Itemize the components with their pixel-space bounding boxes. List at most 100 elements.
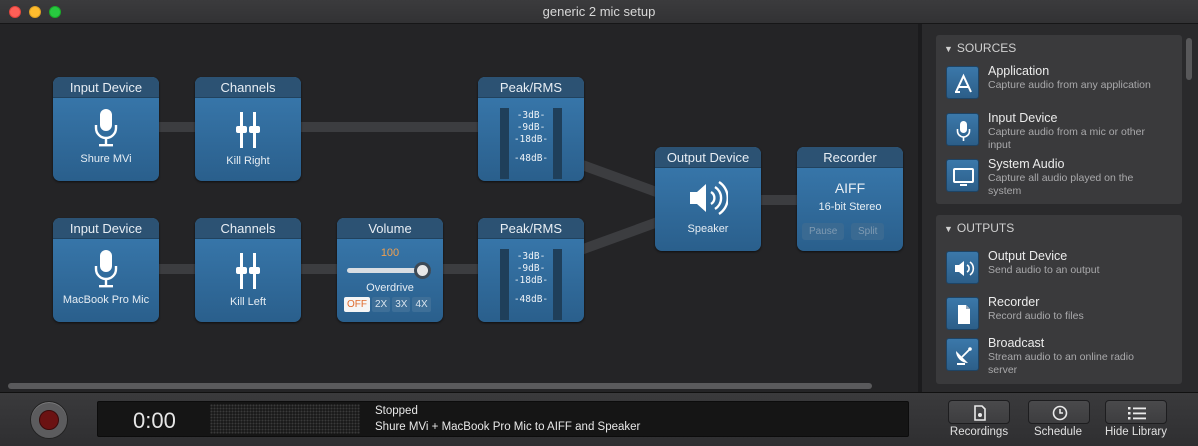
meter-bar-right: [553, 249, 562, 320]
overdrive-3x-option[interactable]: 3X: [392, 297, 411, 312]
close-window-button[interactable]: [9, 6, 21, 18]
block-header: Output Device: [655, 147, 761, 168]
outputs-panel: ▼OUTPUTS Output Device Send audio to an …: [936, 215, 1182, 384]
wire: [300, 264, 338, 274]
schedule-label: Schedule: [1034, 426, 1082, 438]
document-icon: [946, 297, 979, 330]
input-device-block-shure[interactable]: Input Device Shure MVi: [53, 77, 159, 181]
overdrive-label: Overdrive: [366, 282, 414, 294]
block-header: Peak/RMS: [478, 77, 584, 98]
canvas-horizontal-scrollbar[interactable]: [0, 378, 918, 392]
channels-block-kill-left[interactable]: Channels Kill Left: [195, 218, 301, 322]
minimize-window-button[interactable]: [29, 6, 41, 18]
split-button[interactable]: Split: [851, 223, 885, 240]
wire: [572, 157, 661, 198]
speaker-icon: [690, 180, 728, 216]
volume-value: 100: [380, 247, 400, 259]
library-item-title: Input Device: [988, 111, 1058, 125]
overdrive-2x-option[interactable]: 2X: [372, 297, 391, 312]
block-header: Recorder: [797, 147, 903, 168]
library-item-description: Stream audio to an online radio server: [988, 351, 1134, 376]
overdrive-off-option[interactable]: OFF: [344, 297, 370, 312]
sources-header[interactable]: ▼SOURCES: [944, 41, 1016, 55]
app-store-icon: [946, 66, 979, 99]
sources-panel: ▼SOURCES Application Capture audio from …: [936, 35, 1182, 204]
volume-slider[interactable]: [347, 268, 431, 273]
peak-rms-block-2[interactable]: Peak/RMS -3dB- -9dB- -18dB- -48dB-: [478, 218, 584, 322]
title-bar: generic 2 mic setup: [0, 0, 1198, 24]
bottom-toolbar: 0:00 Stopped Shure MVi + MacBook Pro Mic…: [0, 392, 1198, 446]
block-header: Input Device: [53, 218, 159, 239]
meter-mark: -18dB-: [513, 134, 549, 145]
sources-heading: SOURCES: [956, 41, 1017, 55]
recorder-block[interactable]: Recorder AIFF 16-bit Stereo Pause Split: [797, 147, 903, 251]
library-item-broadcast[interactable]: Broadcast Stream audio to an online radi…: [944, 336, 1176, 376]
zoom-window-button[interactable]: [49, 6, 61, 18]
block-header: Peak/RMS: [478, 218, 584, 239]
recorder-quality: 16-bit Stereo: [818, 201, 882, 213]
clock-icon: [1052, 405, 1068, 421]
meter-mark: -3dB-: [516, 251, 546, 262]
outputs-heading: OUTPUTS: [956, 221, 1015, 235]
meter-mark: -48dB-: [513, 294, 549, 305]
library-item-output-device[interactable]: Output Device Send audio to an output: [944, 249, 1176, 289]
block-label: MacBook Pro Mic: [62, 294, 150, 306]
library-item-application[interactable]: Application Capture audio from any appli…: [944, 64, 1176, 104]
level-meter: -3dB- -9dB- -18dB- -48dB-: [500, 249, 562, 320]
meter-bar-right: [553, 108, 562, 179]
chevron-down-icon: ▼: [944, 224, 953, 234]
microphone-icon: [94, 250, 118, 288]
library-item-title: Application: [988, 64, 1050, 78]
hide-library-button[interactable]: [1105, 400, 1167, 424]
channel-faders-icon: [236, 112, 260, 148]
library-item-description: Capture audio from any application: [988, 79, 1151, 91]
wire: [300, 122, 480, 132]
speaker-icon: [946, 251, 979, 284]
elapsed-time: 0:00: [133, 408, 176, 433]
block-label: Kill Right: [226, 155, 270, 167]
overdrive-4x-option[interactable]: 4X: [412, 297, 431, 312]
recordings-label: Recordings: [949, 426, 1009, 438]
wire: [576, 215, 665, 256]
library-item-description: Capture audio from a mic or other input: [988, 126, 1145, 151]
monitor-icon: [946, 159, 979, 192]
record-button[interactable]: [30, 401, 68, 439]
meter-mark: -9dB-: [516, 263, 546, 274]
outputs-header[interactable]: ▼OUTPUTS: [944, 221, 1014, 235]
microphone-icon: [946, 113, 979, 146]
chevron-down-icon: ▼: [944, 44, 953, 54]
meter-bar-left: [500, 249, 509, 320]
status-display: 0:00 Stopped Shure MVi + MacBook Pro Mic…: [97, 401, 909, 437]
meter-mark: -9dB-: [516, 122, 546, 133]
output-device-block[interactable]: Output Device Speaker: [655, 147, 761, 251]
hide-library-label: Hide Library: [1105, 426, 1167, 438]
volume-block[interactable]: Volume 100 Overdrive OFF 2X 3X 4X: [337, 218, 443, 322]
block-label: Kill Left: [229, 296, 267, 308]
block-header: Channels: [195, 77, 301, 98]
input-device-block-macbook[interactable]: Input Device MacBook Pro Mic: [53, 218, 159, 322]
list-icon: [1128, 407, 1146, 420]
library-scrollbar-thumb[interactable]: [1186, 38, 1192, 80]
library-item-system-audio[interactable]: System Audio Capture all audio played on…: [944, 157, 1176, 197]
wire: [442, 264, 480, 274]
satellite-dish-icon: [946, 338, 979, 371]
library-item-recorder[interactable]: Recorder Record audio to files: [944, 295, 1176, 335]
block-header: Input Device: [53, 77, 159, 98]
level-dot-matrix: [210, 404, 360, 434]
meter-mark: -48dB-: [513, 153, 549, 164]
wire: [758, 195, 798, 205]
wire: [158, 264, 196, 274]
scrollbar-thumb[interactable]: [8, 383, 872, 389]
channels-block-kill-right[interactable]: Channels Kill Right: [195, 77, 301, 181]
recordings-button[interactable]: [948, 400, 1010, 424]
meter-mark: -18dB-: [513, 275, 549, 286]
schedule-button[interactable]: [1028, 400, 1090, 424]
recorder-format: AIFF: [834, 180, 866, 196]
pause-button[interactable]: Pause: [802, 223, 845, 240]
library-item-input-device[interactable]: Input Device Capture audio from a mic or…: [944, 111, 1176, 151]
library-item-title: Broadcast: [988, 336, 1045, 350]
routing-canvas[interactable]: Input Device Shure MVi Channels Kill Rig…: [0, 24, 918, 378]
recordings-icon: [974, 405, 986, 421]
volume-slider-knob[interactable]: [414, 262, 431, 279]
peak-rms-block-1[interactable]: Peak/RMS -3dB- -9dB- -18dB- -48dB-: [478, 77, 584, 181]
